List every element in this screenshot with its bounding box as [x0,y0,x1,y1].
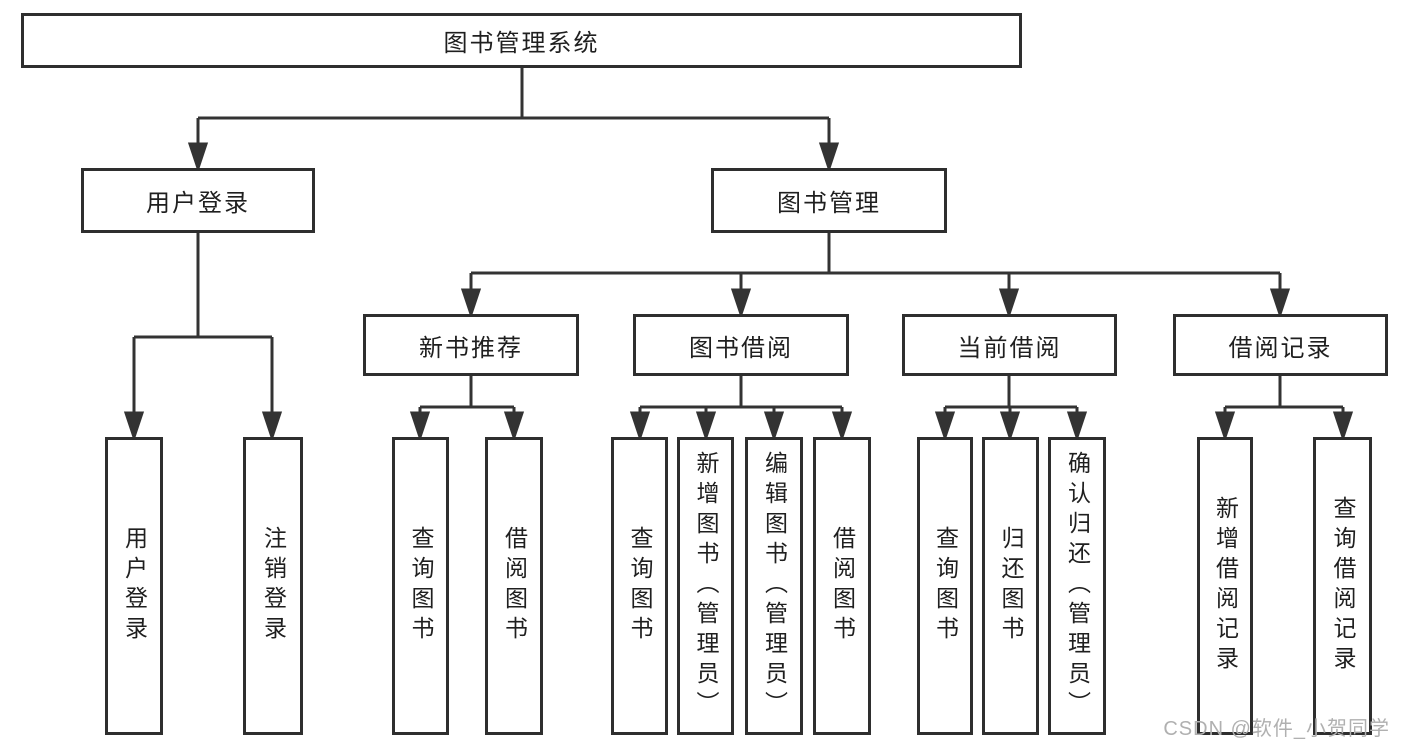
leaf-cb-confirm-return-admin: 确认归还（管理员） [1048,437,1106,735]
node-label: 查询图书 [408,526,434,646]
csdn-watermark: CSDN @软件_小贺同学 [1163,718,1390,740]
node-borrow-records: 借阅记录 [1173,314,1388,376]
node-label: 新增借阅记录 [1212,496,1239,676]
node-label: 借阅图书 [829,526,856,646]
node-current-borrow: 当前借阅 [902,314,1117,376]
node-label: 新书推荐 [419,334,523,362]
leaf-user-login: 用户登录 [105,437,163,735]
node-label: 查询图书 [932,526,959,646]
node-label: 归还图书 [998,526,1024,646]
connector-current-borrow-to-leaves [934,376,1088,442]
connector-user-login-to-leaves [123,233,283,442]
node-label: 当前借阅 [957,334,1062,362]
leaf-br-add-record: 新增借阅记录 [1197,437,1253,735]
node-label: 借阅记录 [1228,334,1333,362]
node-label: 新增图书（管理员） [693,451,719,721]
leaf-cb-query-books: 查询图书 [917,437,973,735]
connector-book-mgmt-to-level3 [460,233,1291,319]
node-label: 编辑图书（管理员） [761,451,788,721]
node-label: 图书借阅 [689,334,793,362]
node-new-book-recommend: 新书推荐 [363,314,579,376]
leaf-bb-borrow-books: 借阅图书 [813,437,871,735]
node-label: 用户登录 [121,526,148,646]
connector-new-book-recommend-to-leaves [409,376,525,442]
node-root: 图书管理系统 [21,13,1022,68]
leaf-nbr-borrow-books: 借阅图书 [485,437,543,735]
node-label: 用户登录 [146,190,250,217]
node-label: 图书管理 [777,190,881,217]
leaf-bb-query-books: 查询图书 [611,437,668,735]
node-label: 借阅图书 [501,526,528,646]
leaf-logout: 注销登录 [243,437,303,735]
node-label: 确认归还（管理员） [1064,451,1091,721]
node-label: 查询图书 [627,526,653,646]
node-user-login: 用户登录 [81,168,315,233]
connector-borrow-records-to-leaves [1214,376,1354,442]
leaf-bb-add-book-admin: 新增图书（管理员） [677,437,734,735]
leaf-bb-edit-book-admin: 编辑图书（管理员） [745,437,803,735]
node-label: 图书管理系统 [443,30,600,57]
leaf-cb-return-books: 归还图书 [982,437,1039,735]
leaf-br-query-record: 查询借阅记录 [1313,437,1372,735]
connector-root-to-level2 [187,68,840,173]
node-book-borrow: 图书借阅 [633,314,849,376]
node-label: 查询借阅记录 [1330,496,1356,676]
node-book-management: 图书管理 [711,168,947,233]
leaf-nbr-query-books: 查询图书 [392,437,449,735]
connector-book-borrow-to-leaves [629,376,853,442]
node-label: 注销登录 [260,526,287,646]
